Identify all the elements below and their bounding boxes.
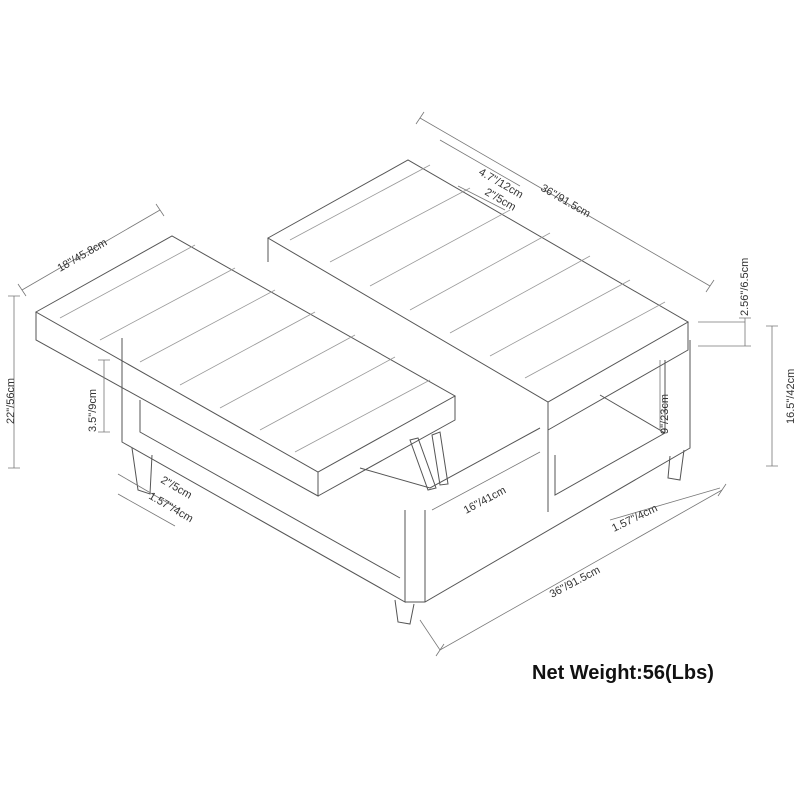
label-cushion-depth: 18"/45.8cm [56, 237, 110, 275]
front-cushion-side [317, 396, 456, 497]
net-weight-label: Net Weight:56(Lbs) [532, 662, 714, 684]
label-top-length: 36"/91.5cm [539, 182, 593, 220]
label-lid-lift: 3.5"/9cm [87, 389, 99, 432]
label-total-height: 22"/56cm [5, 378, 17, 424]
leg-left [131, 447, 153, 495]
lift-hinge-a [409, 437, 437, 491]
ottoman-base [121, 159, 691, 625]
label-storage-width: 16"/41cm [462, 484, 508, 516]
back-cushion-side [547, 322, 689, 431]
base-front-right [405, 340, 691, 603]
leg-front [394, 599, 415, 625]
dimension-lines [8, 111, 778, 657]
lift-top-cushion [34, 235, 457, 497]
label-cushion-thickness: 2.56"/6.5cm [739, 258, 751, 316]
front-cushion-top [34, 235, 457, 473]
front-cushion-front [35, 312, 319, 497]
label-bottom-length: 36"/91.5cm [548, 564, 602, 601]
lift-hinge-b [431, 431, 449, 486]
label-base-height: 16.5"/42cm [785, 369, 797, 424]
front-cushion-seams [59, 244, 431, 453]
base-front-left [121, 338, 406, 603]
leg-right [667, 449, 685, 481]
label-shelf-height: 9"/23cm [659, 394, 671, 434]
back-cushion-seams [289, 164, 666, 379]
storage-inner-left [139, 400, 401, 579]
storage-opening [359, 427, 541, 489]
open-shelf [554, 360, 666, 496]
